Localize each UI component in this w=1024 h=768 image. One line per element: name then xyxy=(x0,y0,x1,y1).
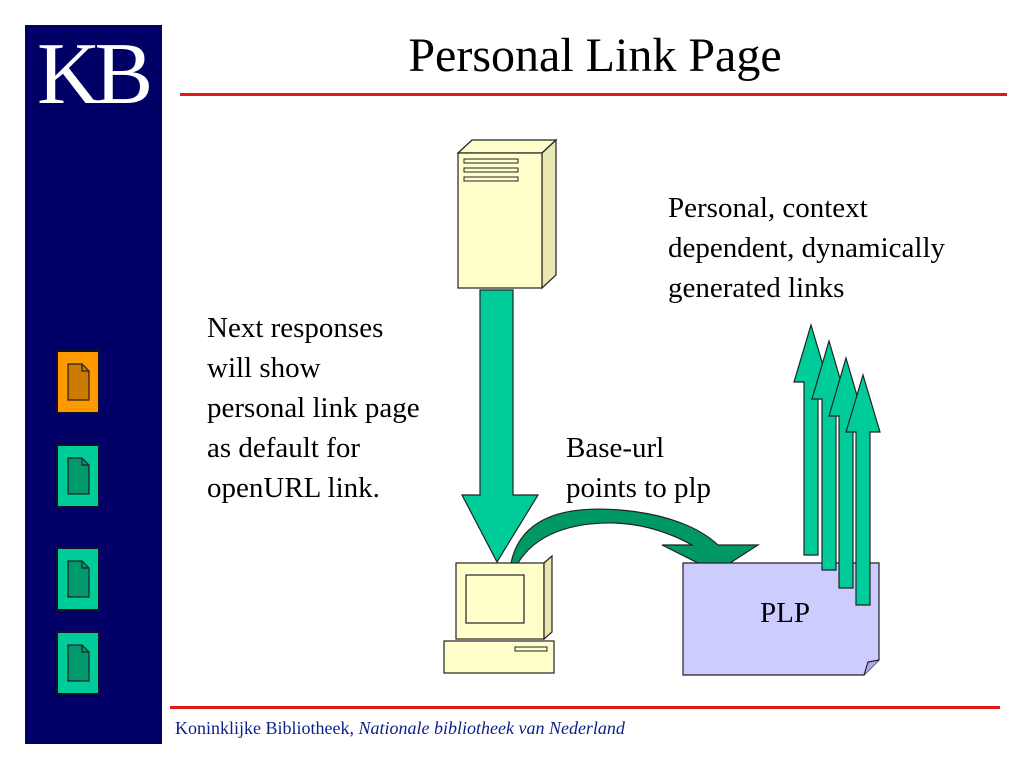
personal-links-text: Personal, context dependent, dynamically… xyxy=(668,192,946,304)
footer-subtitle: Nationale bibliotheek van Nederland xyxy=(358,718,625,738)
footer: Koninklijke Bibliotheek, Nationale bibli… xyxy=(175,717,625,739)
base-url-text: Base-url points to plp xyxy=(566,432,712,504)
down-arrow xyxy=(461,289,540,564)
kb-logo: KB xyxy=(37,26,153,123)
document-icon xyxy=(67,560,90,598)
nav-button-1[interactable] xyxy=(56,350,100,414)
footer-divider xyxy=(170,706,1000,709)
plp-document-corner xyxy=(863,659,880,676)
computer-icon xyxy=(443,554,555,674)
up-arrow-1 xyxy=(793,322,829,556)
server-icon xyxy=(456,138,558,290)
next-responses-text: Next responses will show personal link p… xyxy=(207,312,420,504)
footer-org: Koninklijke Bibliotheek, xyxy=(175,718,359,738)
nav-button-2[interactable] xyxy=(56,444,100,508)
curved-arrow xyxy=(510,508,761,573)
nav-button-3[interactable] xyxy=(56,547,100,611)
document-icon xyxy=(67,363,90,401)
up-arrow-4 xyxy=(845,372,881,606)
page-title: Personal Link Page xyxy=(408,29,782,82)
title-divider xyxy=(180,93,1007,96)
document-icon xyxy=(67,457,90,495)
plp-label: PLP xyxy=(760,597,810,629)
nav-button-4[interactable] xyxy=(56,631,100,695)
document-icon xyxy=(67,644,90,682)
sidebar: KB xyxy=(25,25,162,744)
